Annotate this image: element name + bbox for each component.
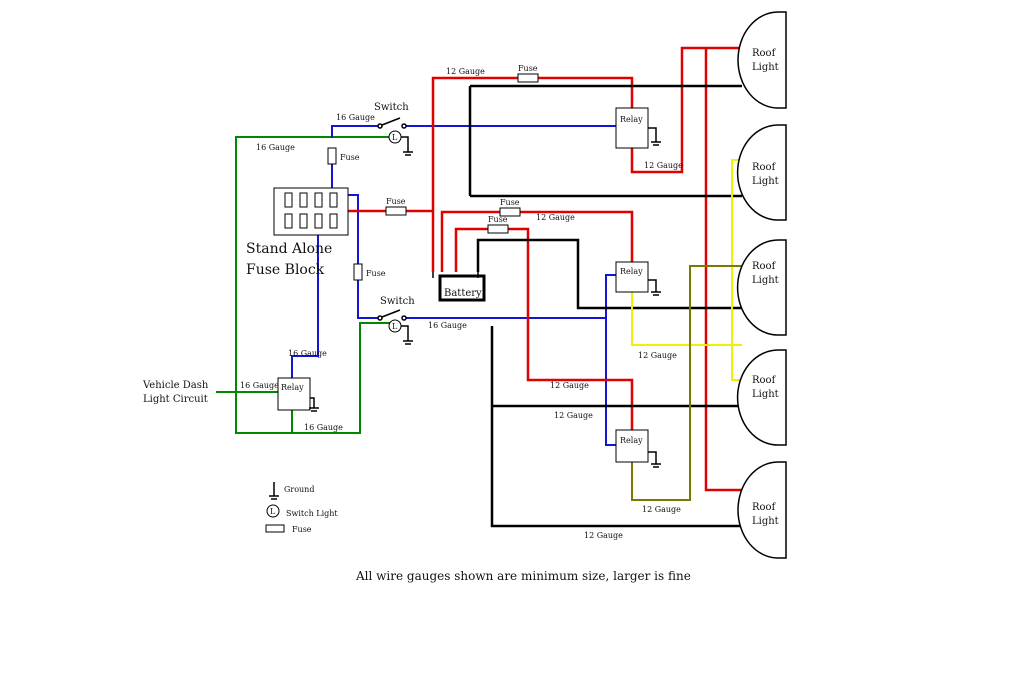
- relay-ground-symbols: [309, 127, 661, 468]
- gauge-12-red-low: 12 Gauge: [550, 381, 589, 390]
- gauge-12-relay-top: 12 Gauge: [644, 161, 683, 170]
- relay-left: [277, 377, 311, 411]
- roof-light-4-lamp: [736, 349, 787, 446]
- roof-light-2-label-a: Roof: [752, 162, 777, 173]
- roof-light-2-lamp: [736, 124, 787, 221]
- legend-fuse-icon: [265, 524, 285, 533]
- inline-fuses: [327, 73, 539, 281]
- roof-lights: [736, 11, 787, 559]
- gauge-16-blue-mid: 16 Gauge: [428, 321, 467, 330]
- legend-switch-light-icon: L: [266, 504, 280, 518]
- gauge-16-bottom-green: 16 Gauge: [304, 423, 343, 432]
- gauge-12-mid-red: 12 Gauge: [536, 213, 575, 222]
- svg-text:L: L: [392, 322, 398, 331]
- legend: Ground L Switch Light Fuse: [265, 482, 338, 534]
- relay-low-label: Relay: [620, 436, 643, 445]
- fuse-middle-label: Fuse: [386, 197, 406, 206]
- yellow-wires: [631, 159, 742, 381]
- switch-bottom-label: Switch: [380, 296, 415, 307]
- switch-light-bottom: L: [388, 319, 413, 345]
- roof-light-1-label-a: Roof: [752, 48, 777, 59]
- roof-light-5-lamp: [737, 461, 787, 559]
- gauge-16-top-green: 16 Gauge: [256, 143, 295, 152]
- blue-wires: [291, 125, 620, 446]
- fuse-red-top: [517, 73, 539, 83]
- gauge-12-bottom-black: 12 Gauge: [584, 531, 623, 540]
- roof-light-3-lamp: [736, 239, 787, 336]
- diagram-caption: All wire gauges shown are minimum size, …: [355, 569, 691, 583]
- relay-mid-label: Relay: [620, 267, 643, 276]
- fuse-block: [273, 187, 349, 236]
- relay-top-label: Relay: [620, 115, 643, 124]
- olive-wires: [631, 265, 742, 501]
- fuse-red-mid2-label: Fuse: [488, 215, 508, 224]
- legend-ground-label: Ground: [284, 485, 314, 494]
- legend-fuse-label: Fuse: [292, 525, 312, 534]
- fuse-red-mid1: [499, 207, 521, 217]
- fuse-red-mid2: [487, 224, 509, 234]
- switch-top: [377, 117, 407, 129]
- fuse-red-block: [385, 206, 407, 216]
- battery: [432, 270, 486, 302]
- legend-switch-light-label: Switch Light: [286, 509, 338, 518]
- gauge-12-olive: 12 Gauge: [642, 505, 681, 514]
- roof-light-5-label-a: Roof: [752, 502, 777, 513]
- legend-ground-icon: [269, 482, 279, 500]
- svg-text:L: L: [270, 507, 276, 516]
- gauge-labels: 16 Gauge 16 Gauge 12 Gauge 12 Gauge 12 G…: [240, 67, 683, 540]
- relay-low: [615, 429, 649, 463]
- gauge-12-black-low: 12 Gauge: [554, 411, 593, 420]
- green-wires: [216, 136, 395, 434]
- relays: [277, 107, 649, 463]
- relay-top: [615, 107, 649, 149]
- vehicle-dash-label-line1: Vehicle Dash: [142, 380, 209, 391]
- fuse-red-top-label: Fuse: [518, 64, 538, 73]
- gauge-16-top-blue: 16 Gauge: [336, 113, 375, 122]
- fuse-top-blue: [327, 147, 337, 165]
- gauge-12-top-red: 12 Gauge: [446, 67, 485, 76]
- switch-top-label: Switch: [374, 102, 409, 113]
- roof-light-4-label-b: Light: [752, 389, 779, 400]
- roof-light-1-label-b: Light: [752, 62, 779, 73]
- battery-label: Battery: [444, 288, 482, 299]
- fuse-block-label-line2: Fuse Block: [246, 262, 325, 278]
- gauge-16-left-green: 16 Gauge: [240, 381, 279, 390]
- svg-text:L: L: [392, 133, 398, 142]
- fuse-block-label-line1: Stand Alone: [246, 241, 332, 257]
- roof-light-labels: Roof Light Roof Light Roof Light Roof Li…: [752, 48, 779, 527]
- switch-light-top: L: [388, 130, 413, 156]
- roof-light-4-label-a: Roof: [752, 375, 777, 386]
- roof-light-2-label-b: Light: [752, 176, 779, 187]
- fuse-top-label: Fuse: [340, 153, 360, 162]
- gauge-12-yellow: 12 Gauge: [638, 351, 677, 360]
- roof-light-3-label-b: Light: [752, 275, 779, 286]
- gauge-16-left-blue: 16 Gauge: [288, 349, 327, 358]
- fuse-left-label: Fuse: [366, 269, 386, 278]
- relay-mid: [615, 261, 649, 293]
- vehicle-dash-label-line2: Light Circuit: [143, 394, 208, 405]
- switch-bottom: [377, 309, 407, 321]
- roof-light-1-lamp: [737, 11, 787, 109]
- fuse-left-blue: [353, 263, 363, 281]
- roof-light-3-label-a: Roof: [752, 261, 777, 272]
- red-wires: [348, 46, 742, 492]
- roof-light-5-label-b: Light: [752, 516, 779, 527]
- fuse-red-mid1-label: Fuse: [500, 198, 520, 207]
- relay-left-label: Relay: [281, 383, 304, 392]
